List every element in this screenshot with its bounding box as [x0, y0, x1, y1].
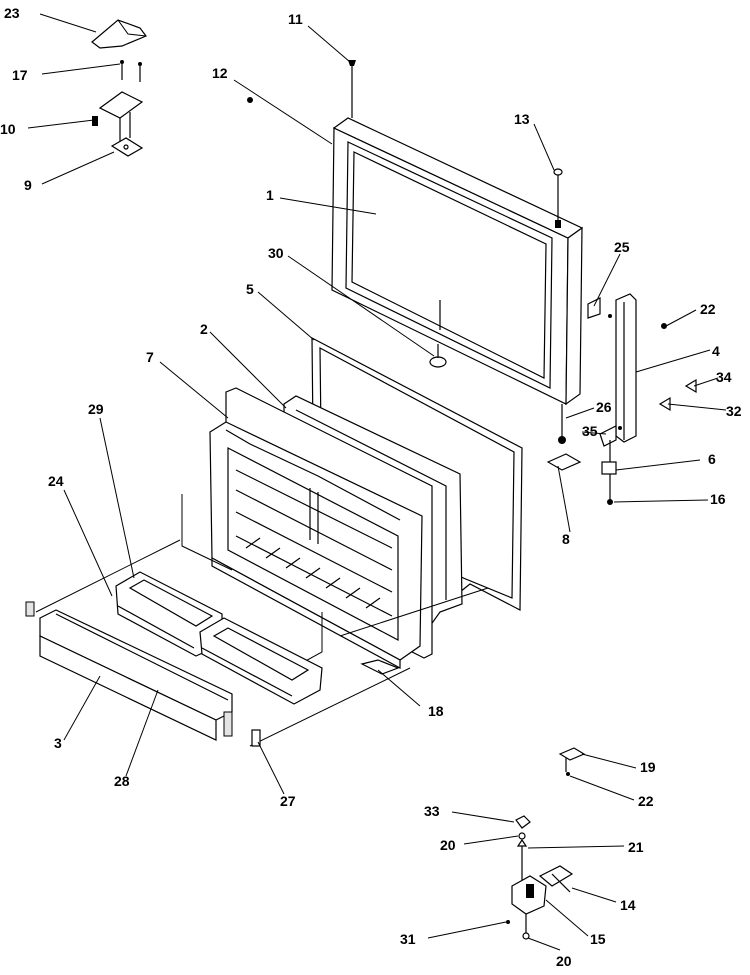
part-6-bushing: [601, 440, 617, 502]
part-18-tray: [360, 659, 400, 675]
callout-1: 1: [266, 187, 274, 203]
part-20-washer-lower: [522, 914, 530, 940]
callout-7: 7: [146, 349, 154, 365]
part-14-bracket: [538, 865, 574, 893]
callout-21: 21: [628, 839, 644, 855]
part-21-shaft: [516, 838, 528, 880]
callout-10: 10: [0, 121, 16, 137]
part-19-bracket: [558, 747, 586, 772]
part-31-screw: [506, 920, 510, 924]
callout-17: 17: [12, 67, 28, 83]
callout-22-upper: 22: [700, 301, 716, 317]
part-25-clip: [587, 297, 601, 319]
part-10-hinge-bracket: [92, 91, 144, 142]
part-22-screw-lower: [566, 772, 570, 776]
part-1-door-frame: [331, 117, 584, 406]
part-30-door-stop: [429, 344, 447, 368]
callout-15: 15: [590, 931, 606, 947]
part-20-washer-upper: [518, 832, 526, 840]
callout-14: 14: [620, 897, 636, 913]
part-4-hinge-strip: [608, 293, 637, 443]
callout-6: 6: [708, 451, 716, 467]
callout-2: 2: [200, 321, 208, 337]
callout-16: 16: [710, 491, 726, 507]
part-23-hinge-cover: [91, 19, 147, 49]
part-13-pin: [553, 168, 563, 228]
callout-8: 8: [562, 531, 570, 547]
callout-28: 28: [114, 773, 130, 789]
callout-20-lower: 20: [556, 953, 572, 969]
callout-13: 13: [514, 111, 530, 127]
callout-4: 4: [712, 343, 720, 359]
callout-29: 29: [88, 401, 104, 417]
part-12-screw: [247, 97, 253, 103]
callout-20-upper: 20: [440, 837, 456, 853]
part-16-pin: [607, 499, 613, 505]
callout-labels: 23 17 10 9 11 12 13 1 30 5 2 7 25 22 4 3…: [0, 5, 742, 969]
part-24-crisper-bin: [199, 617, 323, 705]
callout-11: 11: [288, 11, 303, 27]
callout-22-lower: 22: [638, 793, 654, 809]
callout-12: 12: [212, 65, 228, 81]
callout-9: 9: [24, 177, 32, 193]
callout-23: 23: [4, 5, 20, 21]
callout-25: 25: [614, 239, 630, 255]
leader-lines: [27, 13, 727, 951]
callout-24: 24: [48, 473, 64, 489]
callout-3: 3: [54, 735, 62, 751]
callout-5: 5: [246, 281, 254, 297]
part-34-fastener: [684, 378, 697, 394]
callout-32: 32: [726, 403, 742, 419]
part-26-pin: [558, 404, 566, 444]
callout-19: 19: [640, 759, 656, 775]
part-8-hinge-plate: [546, 453, 582, 471]
callout-31: 31: [400, 931, 416, 947]
part-9-hinge-plate: [110, 137, 144, 157]
callout-26: 26: [596, 399, 612, 415]
callout-27: 27: [280, 793, 296, 809]
part-7-basket-rack: [209, 387, 433, 670]
callout-33: 33: [424, 803, 440, 819]
part-11-screw: [348, 60, 356, 118]
callout-18: 18: [428, 703, 444, 719]
part-15-hinge-block: [511, 875, 547, 915]
callout-34: 34: [716, 369, 732, 385]
assembly-lines: [35, 494, 489, 747]
part-33-nut: [515, 815, 531, 829]
callout-35: 35: [582, 423, 598, 439]
part-3-drawer-front: [25, 601, 233, 741]
part-22-screw-upper: [661, 323, 667, 329]
part-27-clip: [251, 729, 261, 747]
part-35-washer: [599, 425, 617, 447]
callout-30: 30: [268, 245, 284, 261]
part-17-screws: [120, 60, 142, 82]
